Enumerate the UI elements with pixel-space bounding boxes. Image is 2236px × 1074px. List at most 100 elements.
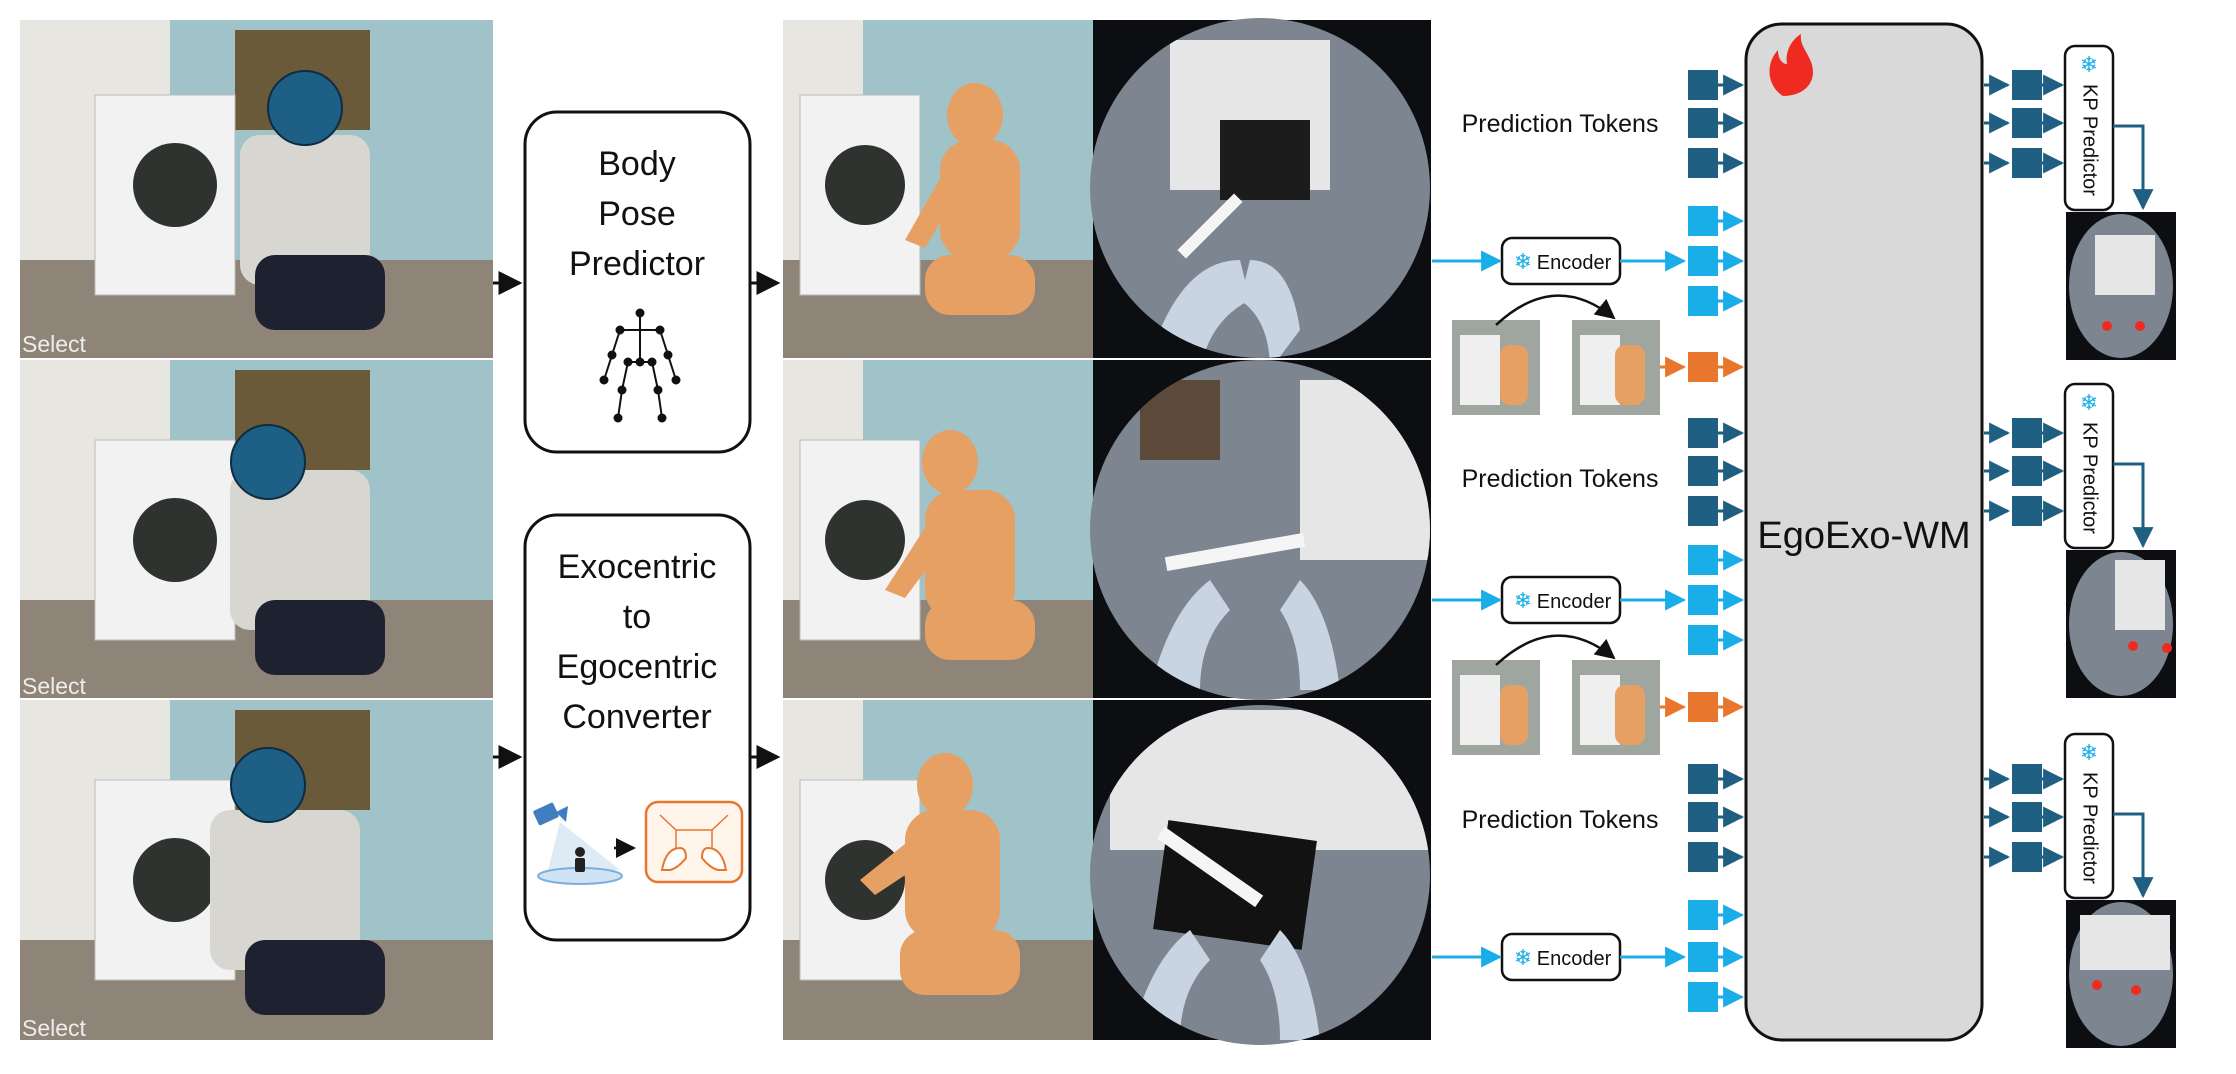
snowflake-icon: ❄ <box>1514 249 1532 274</box>
ego-frame-1 <box>1090 18 1431 358</box>
output-keypoint-frame-1 <box>2066 212 2176 360</box>
prediction-token <box>1688 148 1718 178</box>
token-layer <box>1688 70 1745 1012</box>
output-prediction-token <box>2012 456 2042 486</box>
pose-predictor-label-1: Body <box>598 145 676 183</box>
exo-frame-stack: Select Select Select <box>20 20 493 1041</box>
skeleton-icon <box>599 308 681 423</box>
output-keypoint-frame-3 <box>2066 900 2176 1048</box>
kp-predictor-label: KP Predictor <box>2079 84 2101 196</box>
keypoint-marker <box>2102 321 2112 331</box>
output-prediction-token <box>2012 70 2042 100</box>
pose-condition-pair-1 <box>1452 294 1660 415</box>
output-prediction-token <box>2012 148 2042 178</box>
face-blur-circle <box>230 747 306 823</box>
exo-watermark: Select <box>22 331 87 357</box>
ego-frame-2 <box>1090 360 1431 700</box>
exo-frame-1: Select <box>20 20 493 358</box>
pose-condition-pair-2 <box>1452 634 1660 755</box>
egoexo-wm-block: EgoExo-WM <box>1744 22 1984 1042</box>
body-mesh <box>1500 685 1528 745</box>
camera-icon <box>533 802 568 826</box>
prediction-token <box>1688 842 1718 872</box>
pose-predictor-label-2: Pose <box>598 195 676 233</box>
exo-frame-2: Select <box>20 360 493 699</box>
observation-token <box>1688 206 1718 236</box>
exo-watermark: Select <box>22 673 87 699</box>
temporal-arrow <box>1495 294 1616 326</box>
output-prediction-token <box>2012 842 2042 872</box>
keypoint-marker <box>2135 321 2145 331</box>
encoder-label: Encoder <box>1537 948 1612 970</box>
body-mesh <box>1500 345 1528 405</box>
exo-watermark: Select <box>22 1015 87 1041</box>
converter-label-2: to <box>623 598 651 636</box>
kp-predictor-3: ❄ KP Predictor <box>2063 732 2115 900</box>
converter-label-3: Egocentric <box>557 648 718 686</box>
exo-frame-3: Select <box>20 700 493 1041</box>
camera-view-cone <box>548 822 620 870</box>
snowflake-icon: ❄ <box>1514 945 1532 970</box>
prediction-tokens-label: Prediction Tokens <box>1462 110 1659 138</box>
kp-predictor-1: ❄ KP Predictor <box>2063 44 2115 212</box>
encoder-label: Encoder <box>1537 252 1612 274</box>
snowflake-icon: ❄ <box>2080 52 2098 77</box>
body-mesh <box>1615 345 1645 405</box>
kp-predictor-label: KP Predictor <box>2079 422 2101 534</box>
pose-predictor-label-3: Predictor <box>569 245 705 283</box>
arrow-kp-to-output <box>2113 462 2154 549</box>
snowflake-icon: ❄ <box>2080 740 2098 765</box>
output-prediction-token <box>2012 496 2042 526</box>
body-pose-predictor-box: Body Pose Predictor <box>523 110 752 454</box>
ego-frame-3 <box>1090 700 1431 1045</box>
observation-token <box>1688 246 1718 276</box>
prediction-tokens-label: Prediction Tokens <box>1462 465 1659 493</box>
output-token-layer <box>1984 70 2065 872</box>
face-blur-circle <box>267 70 343 146</box>
encoder-label: Encoder <box>1537 591 1612 613</box>
kp-predictor-label: KP Predictor <box>2079 772 2101 884</box>
output-prediction-token <box>2012 108 2042 138</box>
converter-label-4: Converter <box>562 698 711 736</box>
output-keypoint-frame-2 <box>2066 550 2176 698</box>
output-prediction-token <box>2012 802 2042 832</box>
mesh-frame-2 <box>783 360 1093 698</box>
observation-token <box>1688 585 1718 615</box>
output-prediction-token <box>2012 418 2042 448</box>
encoder-2: ❄ Encoder <box>1500 575 1622 625</box>
body-mesh <box>905 83 1035 315</box>
observation-token <box>1688 286 1718 316</box>
keypoint-marker <box>2092 980 2102 990</box>
prediction-token <box>1688 456 1718 486</box>
world-model-label: EgoExo-WM <box>1757 515 1970 557</box>
prediction-token <box>1688 496 1718 526</box>
exo-to-ego-converter-box: Exocentric to Egocentric Converter <box>523 513 752 942</box>
observation-token <box>1688 942 1718 972</box>
flame-icon <box>1769 34 1813 96</box>
temporal-arrow <box>1495 634 1616 666</box>
pose-token <box>1688 692 1718 722</box>
prediction-tokens-label: Prediction Tokens <box>1462 806 1659 834</box>
person-icon <box>575 847 585 872</box>
snowflake-icon: ❄ <box>2080 390 2098 415</box>
body-mesh <box>885 430 1035 660</box>
prediction-token <box>1688 108 1718 138</box>
keypoint-marker <box>2162 643 2172 653</box>
mesh-frame-1 <box>783 20 1093 358</box>
keypoint-marker <box>2128 641 2138 651</box>
observation-token <box>1688 900 1718 930</box>
mesh-frame-stack <box>783 20 1093 1040</box>
prediction-token <box>1688 70 1718 100</box>
hands-view-icon <box>644 800 744 884</box>
arrow-kp-to-output <box>2113 124 2154 211</box>
kp-predictor-2: ❄ KP Predictor <box>2063 382 2115 550</box>
output-prediction-token <box>2012 764 2042 794</box>
pose-token <box>1688 352 1718 382</box>
prediction-token <box>1688 764 1718 794</box>
keypoint-marker <box>2131 985 2141 995</box>
arrow-kp-to-output <box>2113 812 2154 899</box>
converter-label-1: Exocentric <box>558 548 717 586</box>
prediction-token <box>1688 418 1718 448</box>
